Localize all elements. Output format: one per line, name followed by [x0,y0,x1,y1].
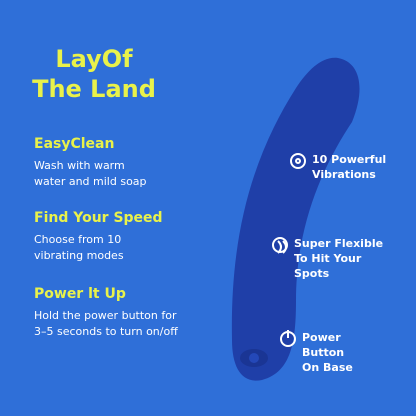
feature-heading: Power lt Up [34,286,126,302]
feature-speed: Find Your Speed Choose from 10 vibrating… [34,210,224,264]
feature-power: Power lt Up Hold the power button for 3–… [34,286,224,340]
callout-text: Super Flexible To Hit Your Spots [294,236,383,281]
feature-text: Hold the power button for 3–5 seconds to… [34,308,224,340]
callout-line: To Hit Your [294,252,362,265]
callout-text: Power Button On Base [302,330,353,375]
title-line-1: LayOf [55,45,133,73]
callout-text: 10 Powerful Vibrations [312,152,386,182]
callout-line: Vibrations [312,168,376,181]
callout-line: Super Flexible [294,237,384,250]
feature-heading: Find Your Speed [34,210,163,226]
feature-text: Choose from 10 vibrating modes [34,232,224,264]
feature-easyclean: EasyClean Wash with warm water and mild … [34,136,224,190]
feature-line: Hold the power button for [34,309,177,322]
callout-line: Power [302,331,341,344]
feature-line: water and mild soap [34,175,147,188]
feature-heading: EasyClean [34,136,115,152]
callout-flexible: Super Flexible To Hit Your Spots [272,236,383,281]
callout-line: On Base [302,361,353,374]
vibration-icon [290,153,306,169]
callout-line: Button [302,346,345,359]
callout-vibrations: 10 Powerful Vibrations [290,152,386,182]
callout-line: Spots [294,267,330,280]
title-line-2: The Land [32,75,156,103]
feature-line: Wash with warm [34,159,125,172]
product-body [231,57,360,381]
feature-line: Choose from 10 [34,233,122,246]
callout-line: 10 Powerful [312,153,387,166]
power-icon [280,330,296,347]
page-title: LayOf The Land [24,44,164,104]
feature-line: 3–5 seconds to turn on/off [34,325,178,338]
callout-power: Power Button On Base [280,330,353,375]
feature-text: Wash with warm water and mild soap [34,158,224,190]
feature-line: vibrating modes [34,249,124,262]
flex-icon [272,237,288,254]
